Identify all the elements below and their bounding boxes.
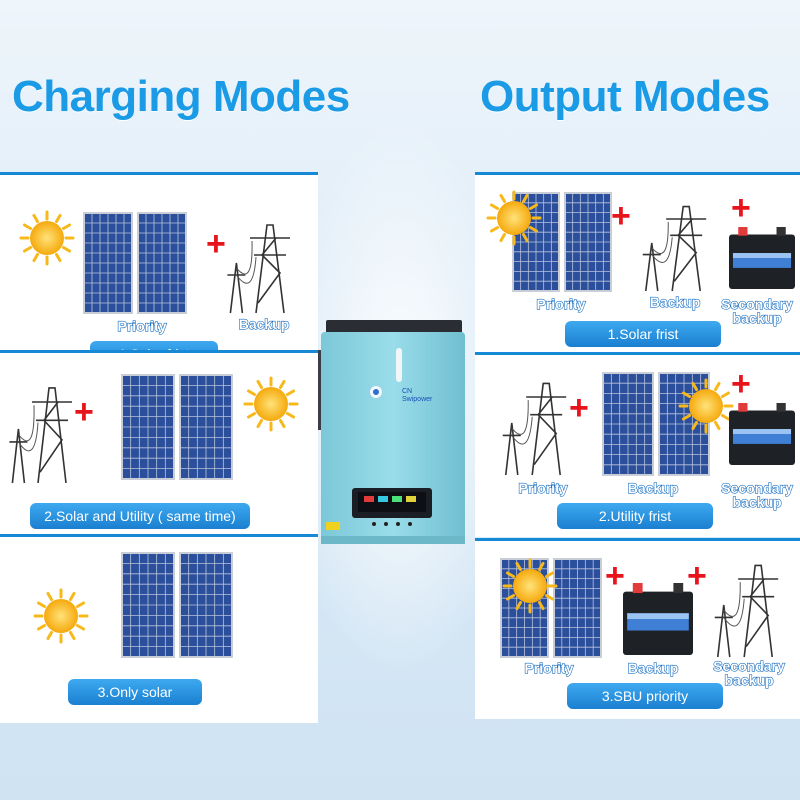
secondary-backup-label: Secondary backup — [721, 296, 794, 326]
plus-icon: + — [731, 189, 751, 227]
solar-panel-icon — [121, 552, 233, 658]
sun-icon — [243, 376, 299, 432]
charging-mode-3-pill: 3.Only solar — [68, 679, 202, 705]
backup-label: Backup — [649, 294, 701, 310]
output-mode-3-card: + + Priority Backup Secondary backup 3.S… — [475, 538, 800, 719]
plus-icon: + — [605, 557, 625, 595]
output-modes-heading: Output Modes — [480, 72, 770, 121]
plus-icon: + — [687, 557, 707, 595]
output-mode-2-pill: 2.Utility frist — [557, 503, 713, 529]
secondary-backup-label: Secondary backup — [721, 480, 794, 510]
brand-label: CN Swipower — [402, 388, 432, 404]
power-tower-icon — [227, 224, 290, 314]
backup-label: Backup — [238, 316, 290, 332]
brand-top: CN — [402, 388, 413, 395]
sun-icon — [486, 190, 542, 246]
battery-icon — [729, 227, 795, 289]
backup-label: Backup — [627, 480, 679, 496]
plus-icon: + — [611, 197, 631, 235]
charging-mode-1-card: + Priority Backup 1.Solar frist — [0, 172, 318, 367]
charging-mode-3-card: 3.Only solar — [0, 534, 318, 723]
charging-mode-2-card: + 2.Solar and Utility ( same time) — [0, 350, 318, 535]
output-mode-3-pill: 3.SBU priority — [567, 683, 723, 709]
charging-mode-2-pill: 2.Solar and Utility ( same time) — [30, 503, 250, 529]
plus-icon: + — [74, 393, 94, 431]
plus-icon: + — [206, 225, 226, 263]
secondary-backup-label: Secondary backup — [713, 658, 786, 688]
inverter-image: CN Swipower — [318, 320, 468, 548]
sun-icon — [678, 378, 734, 434]
solar-panel-icon — [83, 212, 187, 314]
plus-icon: + — [731, 365, 751, 403]
sun-icon — [33, 588, 89, 644]
output-mode-1-card: + + Priority Backup Secondary backup 1.S… — [475, 172, 800, 353]
priority-label: Priority — [536, 296, 586, 312]
sun-icon — [19, 210, 75, 266]
battery-icon — [623, 583, 693, 655]
power-tower-icon — [502, 382, 567, 476]
priority-label: Priority — [117, 318, 167, 334]
backup-label: Backup — [627, 660, 679, 676]
power-tower-icon — [714, 564, 779, 658]
brand-bottom: Swipower — [402, 396, 433, 403]
plus-icon: + — [569, 389, 589, 427]
output-mode-2-card: + + Priority Backup Secondary backup 2.U… — [475, 352, 800, 537]
power-tower-icon — [9, 387, 72, 484]
sun-icon — [502, 558, 558, 614]
battery-icon — [729, 403, 795, 465]
solar-panel-icon — [121, 374, 233, 480]
priority-label: Priority — [524, 660, 574, 676]
output-mode-1-pill: 1.Solar frist — [565, 321, 721, 347]
power-tower-icon — [642, 205, 707, 292]
charging-modes-heading: Charging Modes — [12, 72, 350, 121]
priority-label: Priority — [518, 480, 568, 496]
